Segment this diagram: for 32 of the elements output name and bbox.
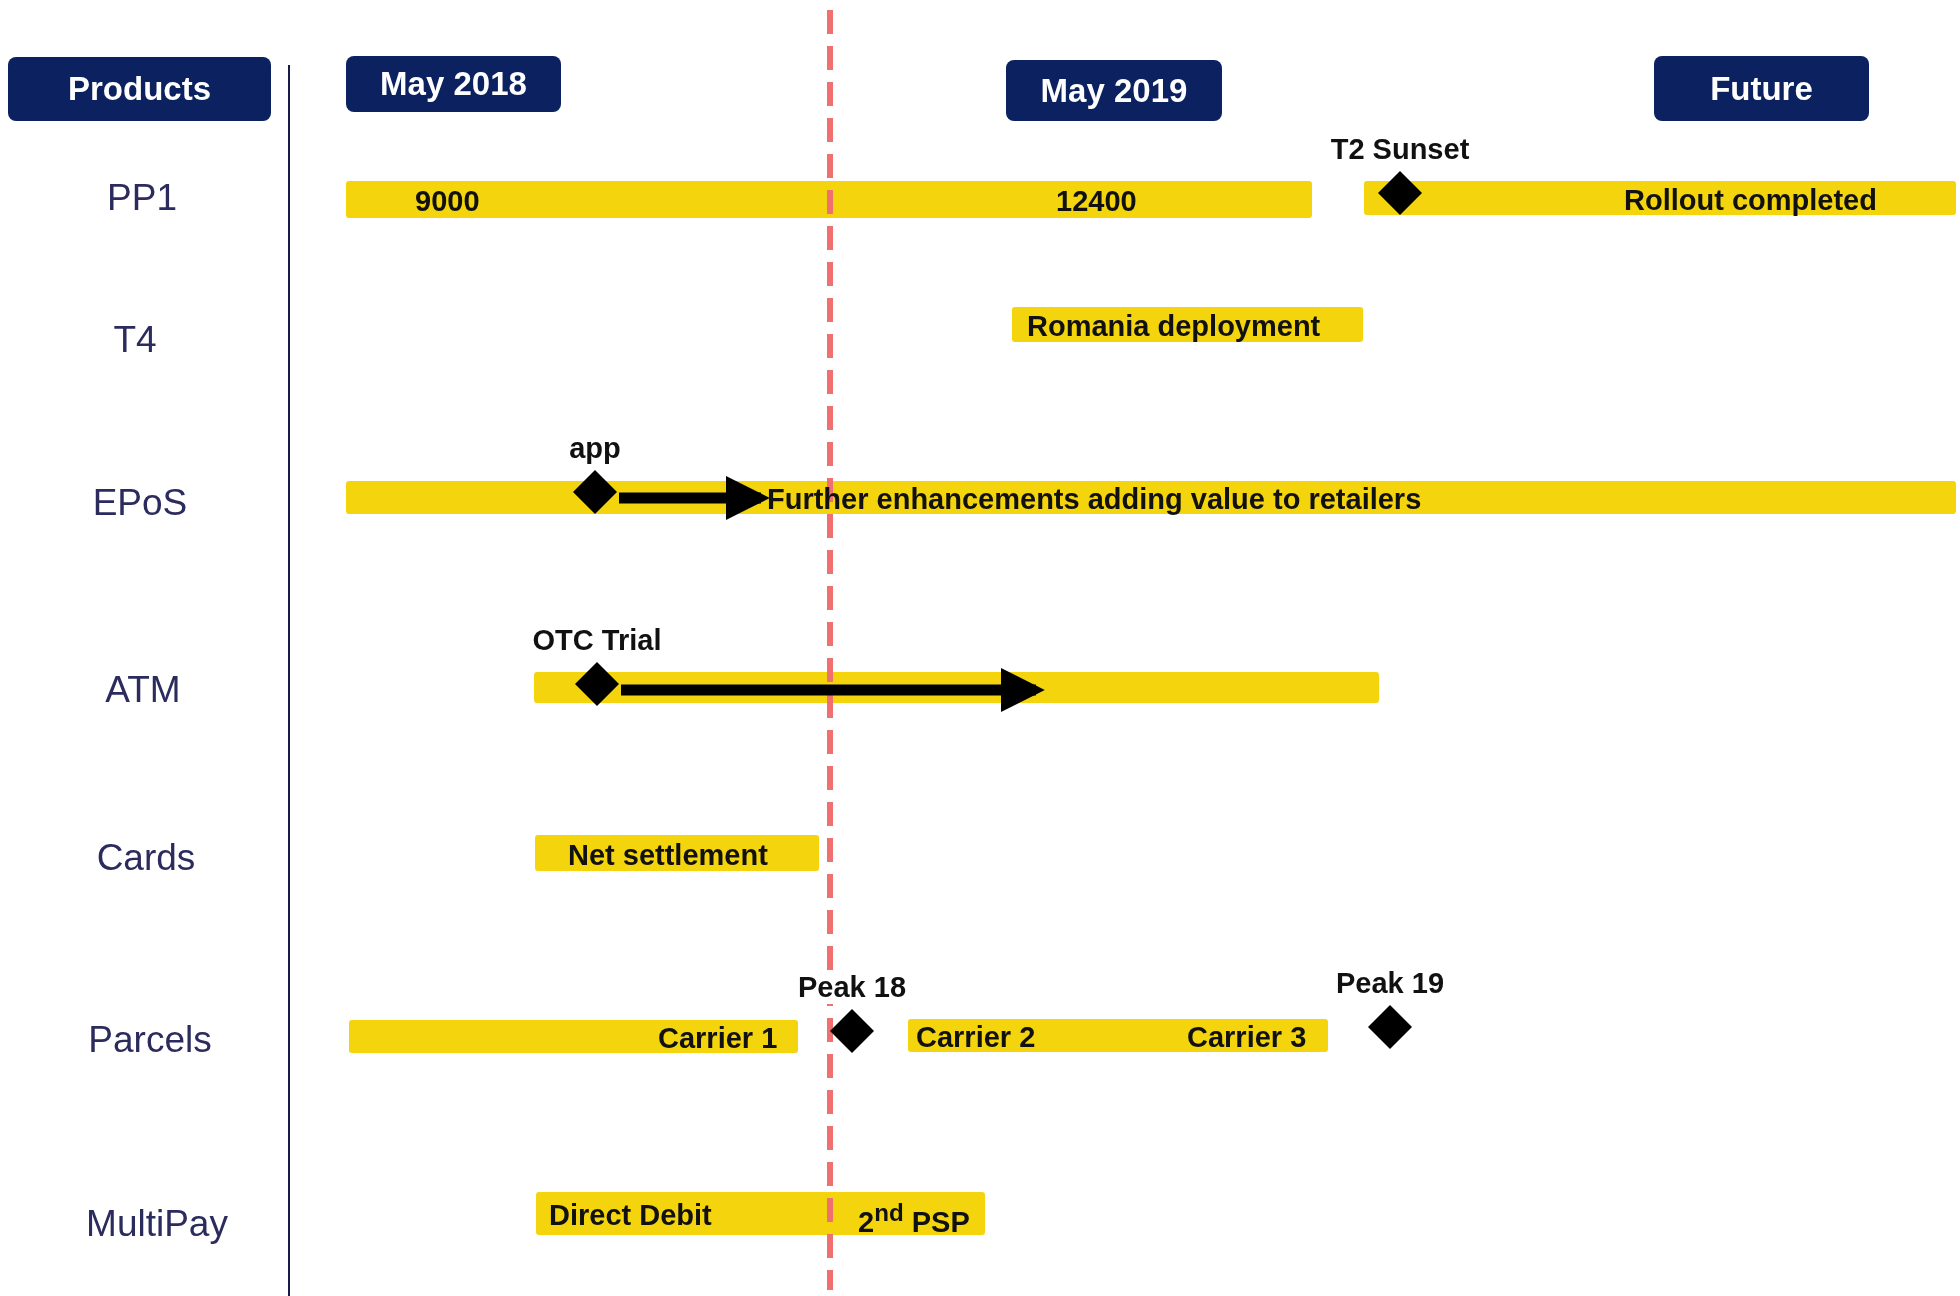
bar-label: Carrier 1 — [658, 1024, 778, 1053]
column-header: Future — [1654, 56, 1869, 121]
column-header: May 2018 — [346, 56, 561, 112]
column-header: Products — [8, 57, 271, 121]
row-label: Parcels — [88, 1019, 212, 1061]
timeline-bar — [346, 181, 1312, 218]
bar-label: Further enhancements adding value to retailers — [767, 485, 1422, 514]
timeline-bar — [1012, 307, 1363, 342]
row-label: PP1 — [107, 177, 177, 219]
timeline-bar — [908, 1019, 1328, 1052]
row-label: T4 — [113, 319, 157, 361]
row-label: EPoS — [92, 482, 188, 524]
bar-label: Direct Debit — [549, 1201, 712, 1230]
timeline-bar — [1364, 181, 1956, 215]
column-header: May 2019 — [1006, 60, 1222, 121]
row-label: Cards — [96, 837, 196, 879]
bar-label: 9000 — [415, 187, 480, 216]
timeline-bar — [535, 835, 819, 871]
bar-label: Romania deployment — [1027, 312, 1321, 341]
row-label: MultiPay — [86, 1203, 228, 1245]
bar-label: Net settlement — [568, 840, 768, 870]
timeline-bar — [346, 481, 1956, 514]
timeline-bar — [349, 1020, 798, 1053]
bar-label: 12400 — [1056, 187, 1137, 216]
timeline-bar — [536, 1192, 985, 1235]
bar-label: Carrier 2 — [916, 1023, 1036, 1052]
arrow — [619, 476, 770, 520]
bar-label: Rollout completed — [1624, 185, 1877, 215]
row-label: ATM — [105, 669, 181, 711]
arrow — [621, 668, 1045, 712]
bar-label: 2$^{nd}$ PSP — [858, 1201, 970, 1237]
bar-label: Carrier 3 — [1187, 1023, 1307, 1052]
